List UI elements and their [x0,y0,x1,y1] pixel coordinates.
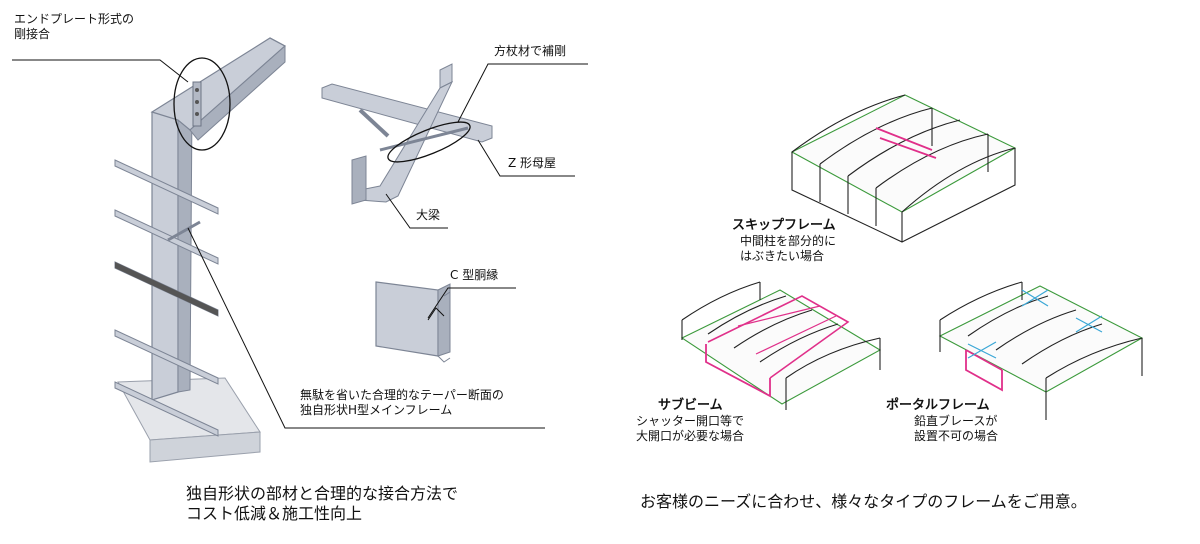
beam-leader [385,193,448,229]
sub-beam-illustration [680,281,882,410]
endplate-label: エンドプレート形式の 剛接合 [14,12,134,42]
left-caption-line1: 独自形状の部材と合理的な接合方法で [186,484,459,503]
skip-frame-illustration [790,94,1017,243]
portal-frame-title: ポータルフレーム [886,398,990,413]
hframe-leader [187,227,545,429]
hframe-label-line2: 独自形状H型メインフレーム [300,403,453,417]
left-caption-line2: コスト低減＆施工性向上 [186,504,363,523]
brace-highlight-ring [387,121,471,163]
portal-frame-illustration [938,281,1144,420]
z-purlin-label: Z 形母屋 [508,156,557,170]
sub-beam-desc-line2: 大開口が必要な場合 [636,429,745,444]
hframe-label: 無駄を省いた合理的なテーパー断面の 独自形状H型メインフレーム [300,388,504,418]
brace-leader [457,63,588,123]
sub-beam-label: サブビーム シャッター開口等で 大開口が必要な場合 [636,398,744,444]
skip-frame-label: スキップフレーム 中間柱を部分的に はぶきたい場合 [732,218,836,264]
c-girt-label: C 型胴縁 [450,268,499,282]
c-girt-leader [427,287,516,319]
sub-beam-title: サブビーム [658,398,723,413]
purlin-leader [477,139,575,177]
endplate-highlight-ring [173,57,231,151]
portal-frame-label: ポータルフレーム 鉛直ブレースが 設置不可の場合 [886,398,998,444]
sub-beam-desc-line1: シャッター開口等で [636,414,745,429]
skip-frame-desc-line2: はぶきたい場合 [740,249,825,264]
skip-frame-title: スキップフレーム [732,218,836,233]
beam-brace-illustration [321,63,493,205]
skip-frame-desc-line1: 中間柱を部分的に [740,234,837,249]
right-caption: お客様のニーズに合わせ、様々なタイプのフレームをご用意。 [640,492,1087,511]
endplate-label-line2: 剛接合 [14,27,51,41]
c-girt-illustration [375,281,451,363]
main-frame-illustration [114,37,287,463]
square-brace-label: 方杖材で補剛 [494,44,567,58]
main-beam-label: 大梁 [416,208,441,222]
portal-frame-desc-line2: 設置不可の場合 [914,429,999,444]
endplate-label-line1: エンドプレート形式の [14,12,135,26]
endplate-leader [12,59,189,83]
portal-frame-desc-line1: 鉛直ブレースが [914,414,998,429]
hframe-label-line1: 無駄を省いた合理的なテーパー断面の [300,388,504,402]
left-caption: 独自形状の部材と合理的な接合方法で コスト低減＆施工性向上 [186,484,458,524]
